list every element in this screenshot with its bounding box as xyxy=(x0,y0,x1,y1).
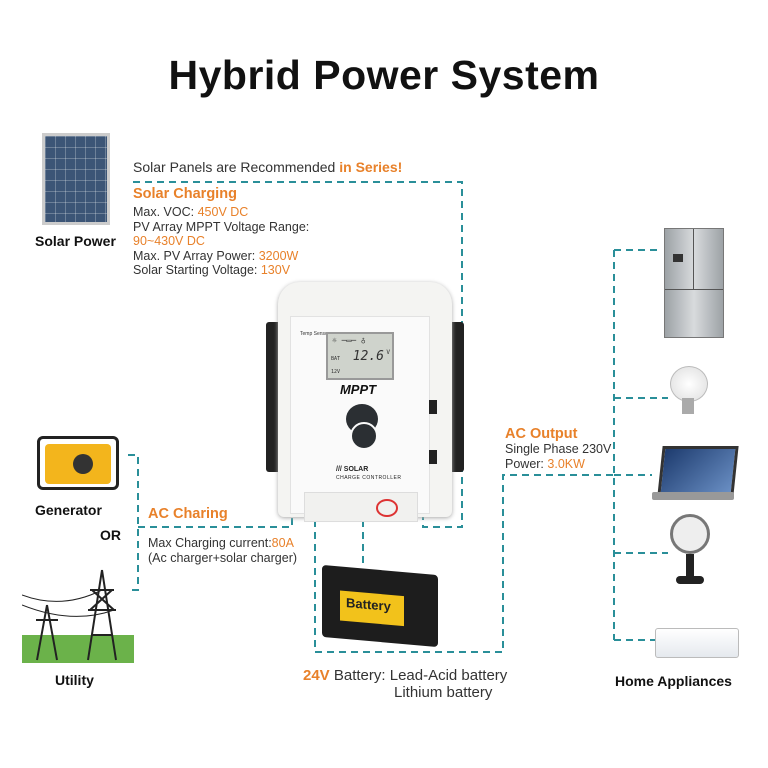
battery-description: 24V Battery: Lead-Acid battery xyxy=(303,667,508,684)
mppt-brand: MPPT xyxy=(339,382,377,397)
or-label: OR xyxy=(100,527,121,543)
battery-line xyxy=(314,474,614,653)
battery-type-2: Lithium battery xyxy=(394,684,493,701)
ac-output-specs: Single Phase 230V Power: 3.0KW xyxy=(505,442,612,471)
air-conditioner-image xyxy=(655,628,739,658)
control-button-2[interactable] xyxy=(350,422,378,450)
light-bulb-image xyxy=(670,366,708,402)
ac-charging-heading: AC Charing xyxy=(148,506,228,522)
utility-tower-image xyxy=(22,569,134,663)
solar-panel-image xyxy=(42,133,110,225)
battery-image: Battery xyxy=(322,564,438,648)
generator-label: Generator xyxy=(35,502,102,518)
solar-power-label: Solar Power xyxy=(35,233,116,249)
series-recommendation: Solar Panels are Recommended in Series! xyxy=(133,159,403,175)
warning-sticker xyxy=(376,499,398,517)
ac-charging-specs: Max Charging current:80A (Ac charger+sol… xyxy=(148,536,298,565)
home-appliances-label: Home Appliances xyxy=(615,673,732,689)
laptop-image xyxy=(657,446,739,496)
lcd-display: ☼ ─▭─ ♁ BAT 12.6 V 12V xyxy=(326,332,394,380)
temp-sensor-label: Temp Sensor xyxy=(300,331,330,337)
utility-label: Utility xyxy=(55,672,94,688)
solar-line xyxy=(133,181,463,528)
refrigerator-image xyxy=(664,228,724,338)
page-title: Hybrid Power System xyxy=(168,52,600,98)
mppt-controller: Temp Sensor ☼ ─▭─ ♁ BAT 12.6 V 12V MPPT … xyxy=(266,282,464,522)
ac-output-heading: AC Output xyxy=(505,426,578,442)
fan-image xyxy=(670,514,710,554)
generator-image xyxy=(33,432,123,498)
solar-charging-heading: Solar Charging xyxy=(133,186,237,202)
ac-charging-line xyxy=(128,454,293,591)
solar-specs: Max. VOC: 450V DC PV Array MPPT Voltage … xyxy=(133,205,310,277)
charge-controller-text: CHARGE CONTROLLER xyxy=(336,475,402,481)
solar-text: SOLAR xyxy=(343,466,369,473)
